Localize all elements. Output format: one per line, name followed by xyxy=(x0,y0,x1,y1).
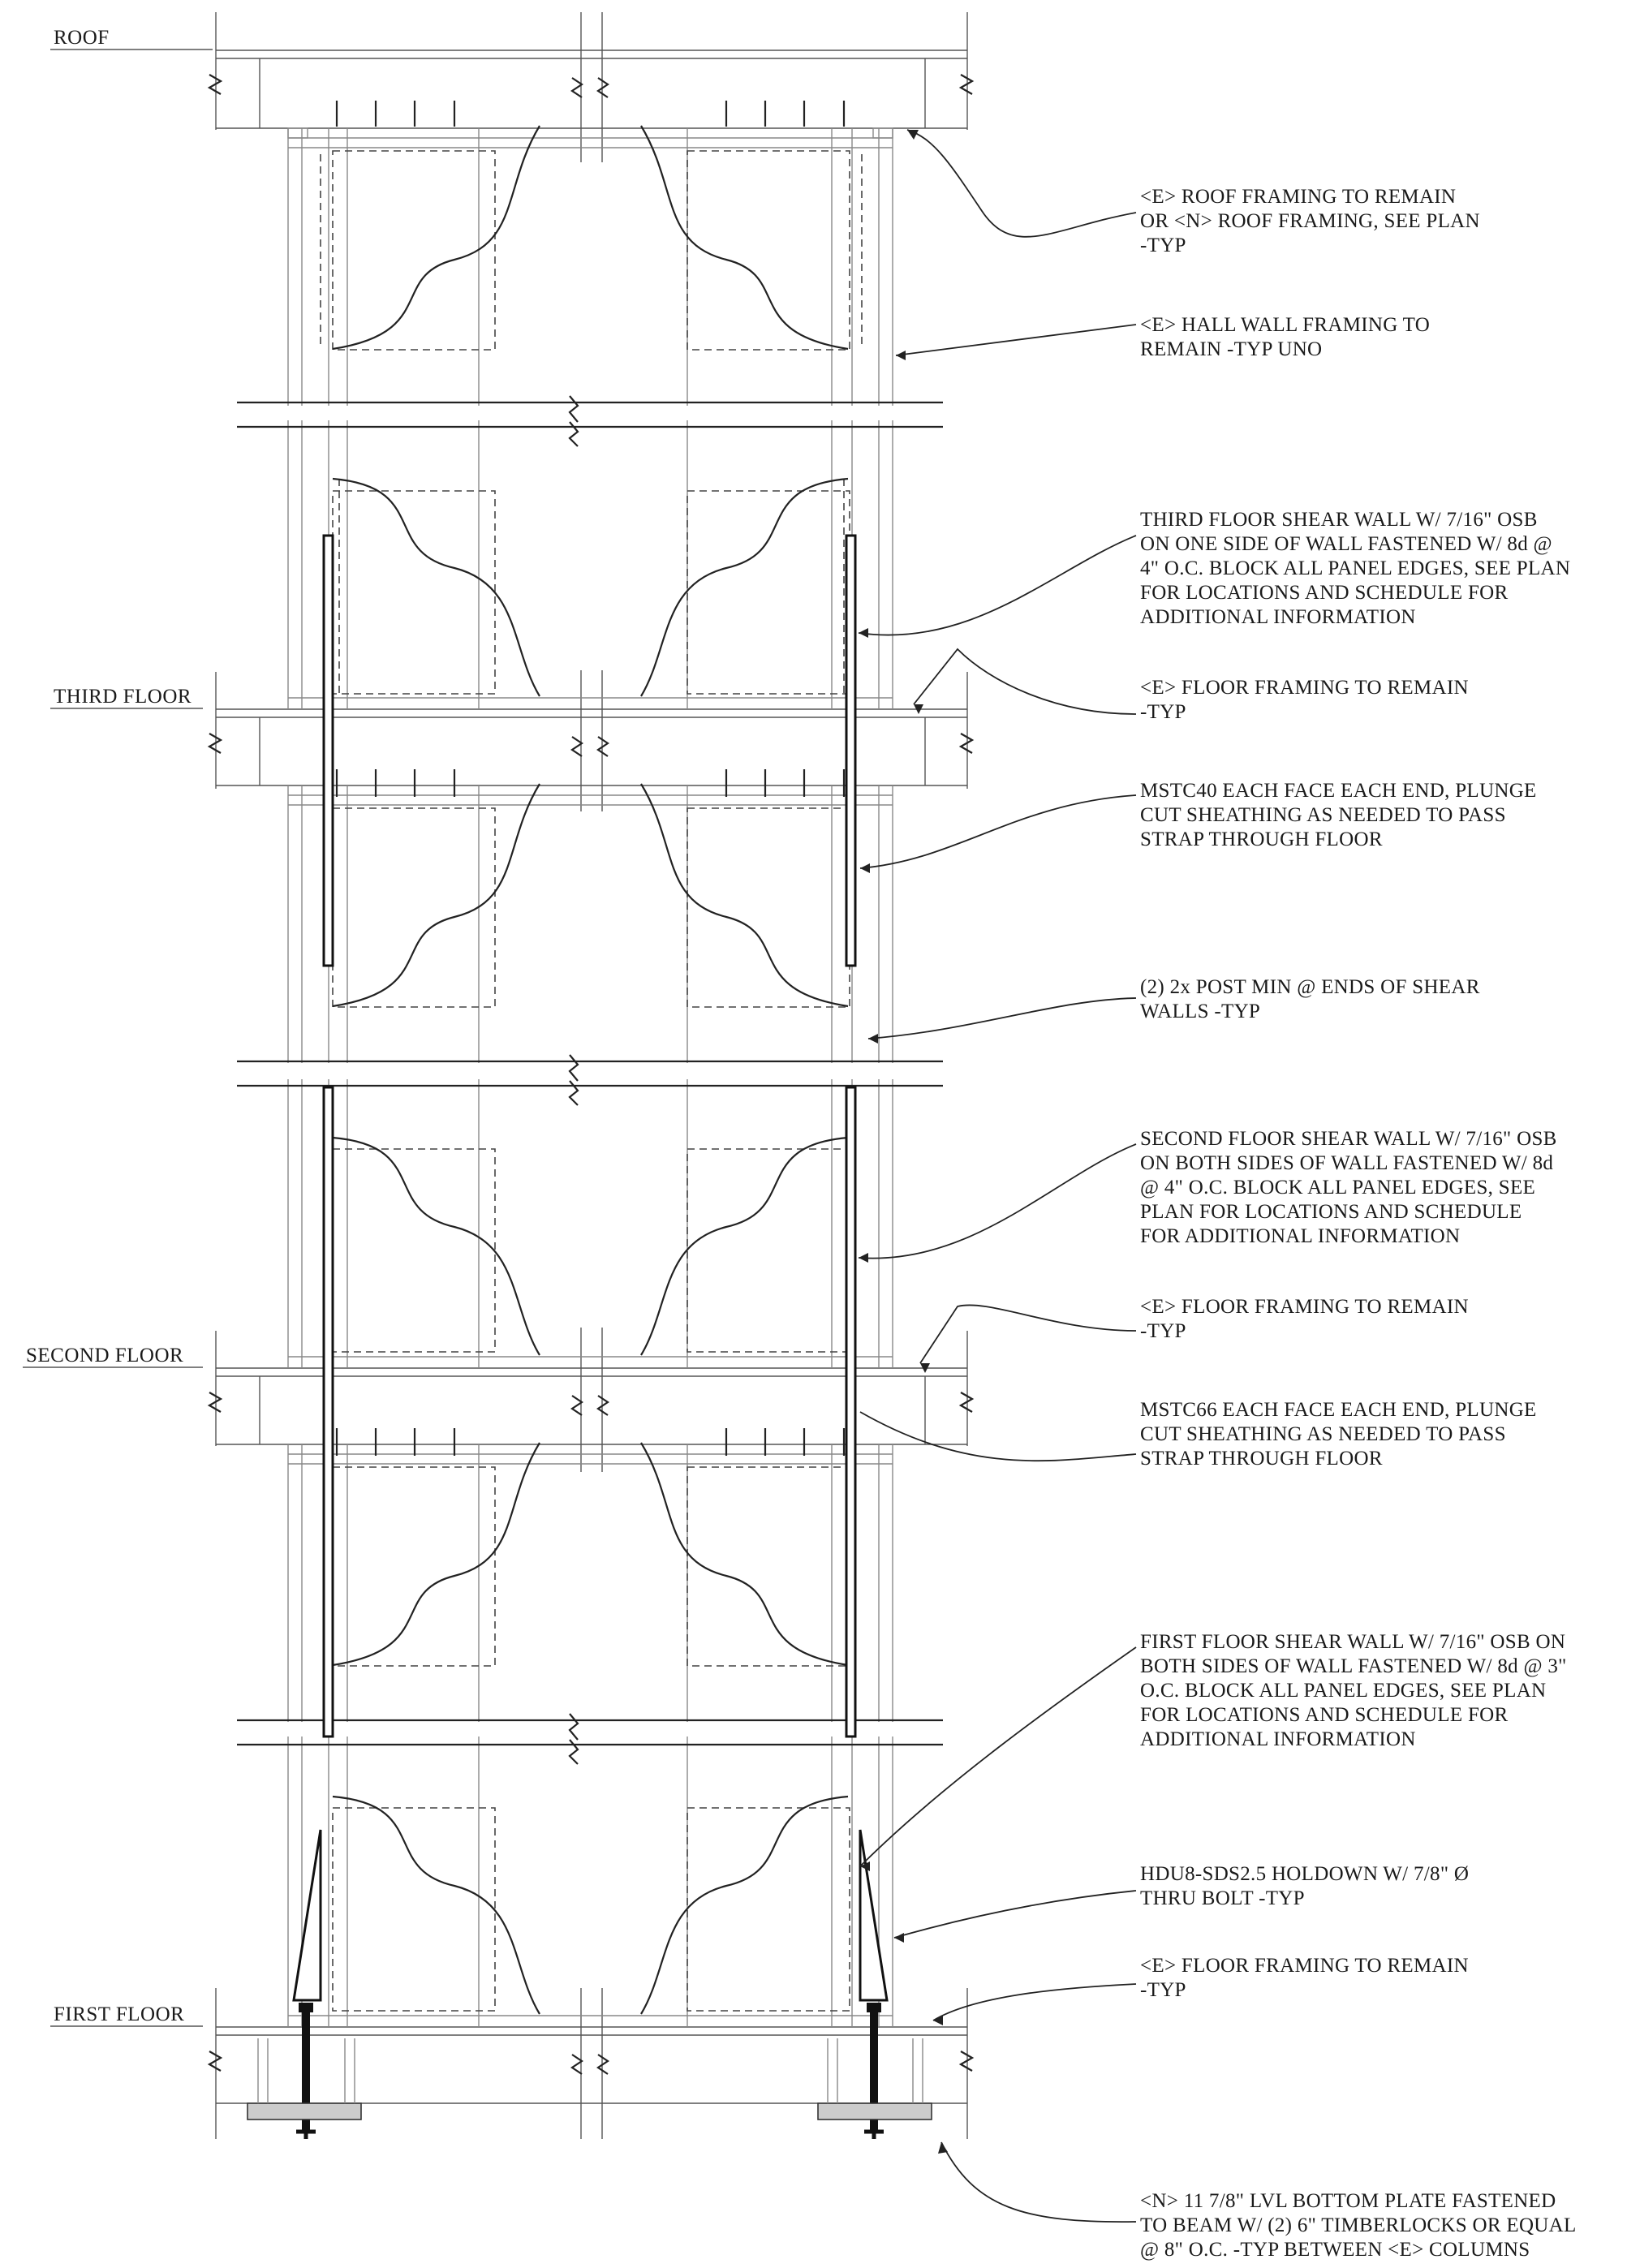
level-label-roof: ROOF xyxy=(54,27,110,49)
break-bands xyxy=(237,395,943,1765)
break-curves xyxy=(332,125,849,2015)
note-mstc40-strap: MSTC40 EACH FACE EACH END, PLUNGE CUT SH… xyxy=(1140,780,1542,850)
note-third-floor-framing: <E> FLOOR FRAMING TO REMAIN -TYP xyxy=(1140,677,1474,723)
note-lvl-bottom-plate: <N> 11 7/8" LVL BOTTOM PLATE FASTENED TO… xyxy=(1140,2190,1581,2261)
note-second-floor-framing: <E> FLOOR FRAMING TO REMAIN -TYP xyxy=(1140,1296,1474,1342)
leader-lines xyxy=(858,129,1137,2223)
level-label-second-floor: SECOND FLOOR xyxy=(26,1345,183,1366)
note-hall-wall-framing: <E> HALL WALL FRAMING TO REMAIN -TYP UNO xyxy=(1140,314,1435,360)
strap-mstc40 xyxy=(322,534,857,967)
notes: <E> ROOF FRAMING TO REMAIN OR <N> ROOF F… xyxy=(1140,186,1581,2261)
story-1-top xyxy=(287,1444,893,1722)
story-2-top xyxy=(287,785,893,1063)
story-3 xyxy=(287,420,893,709)
note-third-floor-shear-wall: THIRD FLOOR SHEAR WALL W/ 7/16" OSB ON O… xyxy=(1140,509,1576,628)
note-roof-framing: <E> ROOF FRAMING TO REMAIN OR <N> ROOF F… xyxy=(1140,186,1485,256)
break-marks xyxy=(207,74,975,2075)
level-label-first-floor: FIRST FLOOR xyxy=(54,2003,184,2025)
note-mstc66-strap: MSTC66 EACH FACE EACH END, PLUNGE CUT SH… xyxy=(1140,1399,1542,1470)
level-label-third-floor: THIRD FLOOR xyxy=(54,686,192,708)
note-first-floor-shear-wall: FIRST FLOOR SHEAR WALL W/ 7/16" OSB ON B… xyxy=(1140,1631,1572,1750)
wall-framing xyxy=(287,127,893,2027)
note-first-floor-framing: <E> FLOOR FRAMING TO REMAIN -TYP xyxy=(1140,1955,1474,2001)
story-2 xyxy=(287,1079,893,1368)
note-post-min: (2) 2x POST MIN @ ENDS OF SHEAR WALLS -T… xyxy=(1140,976,1485,1022)
note-holdown: HDU8-SDS2.5 HOLDOWN W/ 7/8" Ø THRU BOLT … xyxy=(1140,1863,1474,1909)
bottom-plates xyxy=(247,2038,932,2120)
story-1 xyxy=(287,1737,893,2027)
holdowns xyxy=(292,1829,889,2139)
note-second-floor-shear-wall: SECOND FLOOR SHEAR WALL W/ 7/16" OSB ON … xyxy=(1140,1128,1562,1247)
story-3-top xyxy=(287,127,893,406)
level-labels: ROOF THIRD FLOOR SECOND FLOOR FIRST FLOO… xyxy=(23,27,213,2027)
nail-rows xyxy=(335,101,846,1456)
strap-mstc66 xyxy=(322,1086,857,1738)
